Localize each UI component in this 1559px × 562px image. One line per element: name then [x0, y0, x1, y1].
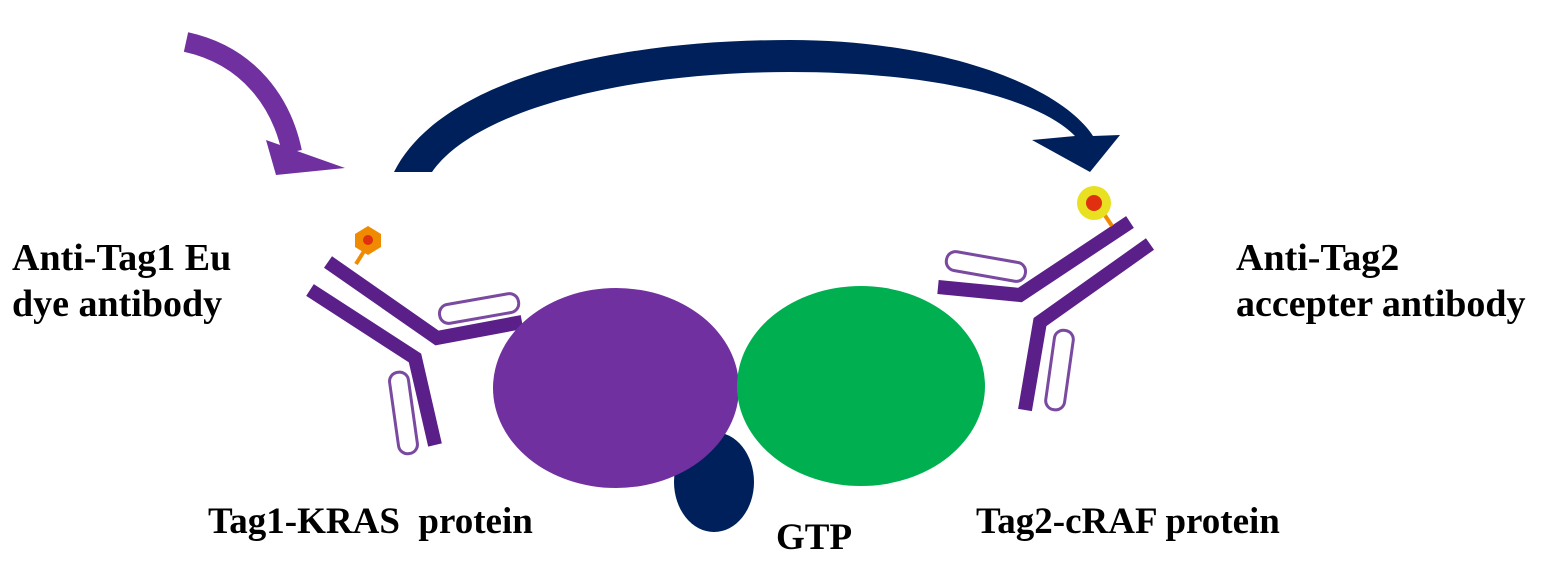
craf-protein	[737, 286, 985, 486]
anti-tag1-antibody-label-line2: dye antibody	[12, 282, 223, 325]
anti-tag1-antibody-label-line1: Anti-Tag1 Eu	[12, 237, 232, 279]
excitation-arrow	[183, 32, 345, 175]
anti-tag1-antibody-inner-arm	[323, 256, 524, 346]
eu-dye-core	[363, 235, 373, 245]
anti-tag1-antibody-light-chain-top	[437, 292, 521, 325]
anti-tag2-antibody	[937, 186, 1155, 412]
kras-protein	[493, 288, 739, 488]
anti-tag1-antibody-outer-arm	[306, 284, 442, 447]
anti-tag2-antibody-light-chain-bottom	[1044, 328, 1075, 412]
energy-transfer-arrow	[394, 40, 1120, 172]
energy-transfer-arc	[394, 40, 1120, 172]
kras-protein-label: Tag1-KRAS protein	[208, 501, 533, 542]
excitation-arrow-shaft	[183, 32, 302, 155]
anti-tag1-antibody-light-chain-bottom	[388, 370, 419, 456]
anti-tag2-antibody-label: Anti-Tag2 accepter antibody	[1236, 236, 1526, 327]
anti-tag1-antibody	[306, 226, 524, 456]
anti-tag2-antibody-label-line2: accepter antibody	[1236, 282, 1526, 325]
anti-tag2-antibody-label-line1: Anti-Tag2	[1236, 237, 1400, 279]
anti-tag1-antibody-label: Anti-Tag1 Eu dye antibody	[12, 236, 231, 327]
anti-tag2-antibody-light-chain-top	[944, 250, 1028, 283]
acceptor-linker	[1102, 212, 1114, 228]
anti-tag2-antibody-inner-arm	[937, 216, 1134, 303]
craf-protein-label: Tag2-cRAF protein	[976, 501, 1280, 542]
excitation-arrow-head	[266, 140, 345, 175]
acceptor-core	[1086, 195, 1102, 211]
anti-tag2-antibody-outer-arm	[1018, 238, 1155, 412]
gtp-label: GTP	[776, 517, 853, 558]
